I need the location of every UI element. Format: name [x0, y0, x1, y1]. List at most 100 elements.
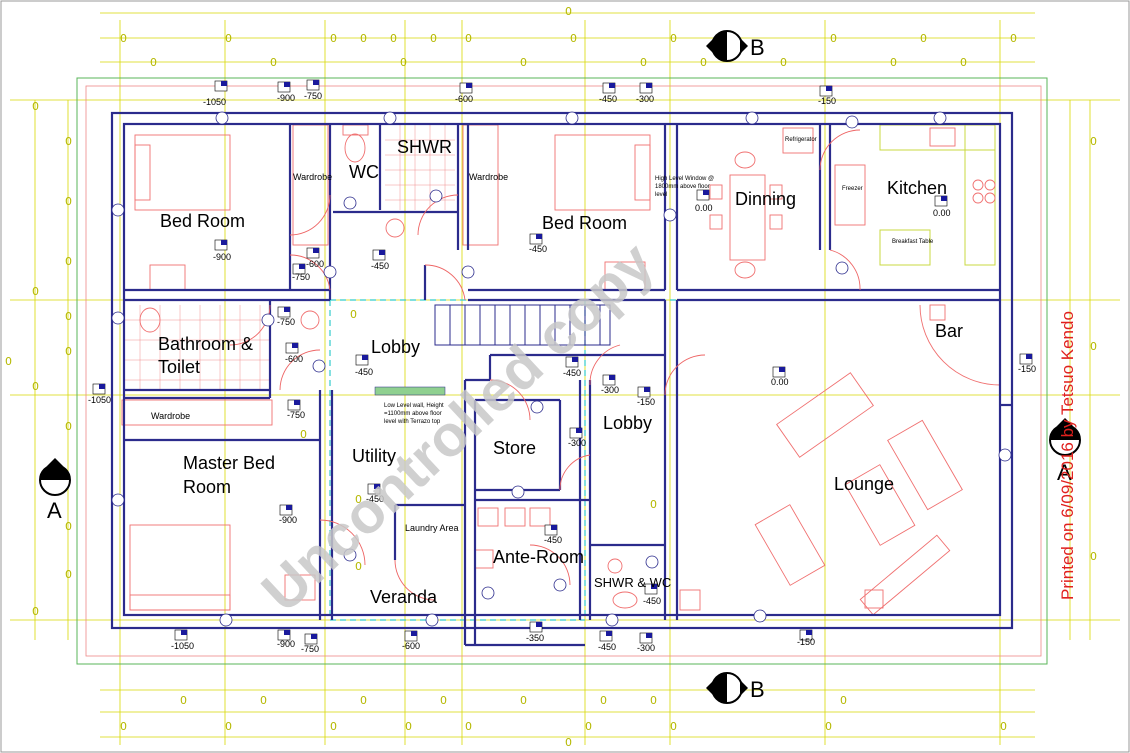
svg-text:level: level — [655, 192, 667, 198]
plinth-outline — [85, 85, 1042, 657]
svg-text:0: 0 — [65, 310, 72, 323]
svg-text:-450: -450 — [643, 596, 661, 606]
svg-text:-450: -450 — [366, 494, 384, 504]
svg-text:0: 0 — [355, 493, 362, 506]
svg-text:0: 0 — [180, 694, 187, 707]
level-tag: 0.00 — [771, 366, 789, 387]
svg-text:-150: -150 — [797, 637, 815, 647]
svg-text:0: 0 — [585, 720, 592, 733]
svg-text:B: B — [750, 35, 765, 60]
level-tag: 0.00 — [933, 195, 951, 218]
level-tag: -750 — [301, 633, 319, 654]
svg-text:0: 0 — [465, 32, 472, 45]
room-labels: Bed Room WC SHWR Bed Room Dinning Kitche… — [158, 137, 963, 607]
svg-text:level with Terrazo top: level with Terrazo top — [384, 419, 441, 425]
svg-text:-300: -300 — [568, 438, 586, 448]
level-tag: -150 — [637, 386, 655, 407]
svg-text:-300: -300 — [601, 385, 619, 395]
level-tag: -1050 — [171, 629, 194, 651]
room-label-dinning: Dinning — [735, 189, 796, 209]
svg-text:-600: -600 — [402, 641, 420, 651]
svg-text:-900: -900 — [277, 639, 295, 649]
svg-text:Refrigerator: Refrigerator — [785, 137, 817, 143]
svg-text:-1050: -1050 — [88, 395, 111, 405]
svg-text:-900: -900 — [277, 93, 295, 103]
svg-text:0: 0 — [300, 428, 307, 441]
svg-text:High Level Window @: High Level Window @ — [655, 176, 714, 182]
svg-text:0: 0 — [565, 5, 572, 18]
svg-text:0: 0 — [5, 355, 12, 368]
room-label-shwr: SHWR — [397, 137, 452, 157]
svg-text:0: 0 — [440, 694, 447, 707]
svg-text:0: 0 — [840, 694, 847, 707]
svg-text:0: 0 — [65, 420, 72, 433]
svg-text:=1100mm above floor: =1100mm above floor — [384, 411, 442, 417]
svg-text:-300: -300 — [636, 94, 654, 104]
svg-text:0: 0 — [960, 56, 967, 69]
section-marker-bottom: B — [706, 672, 765, 704]
svg-text:Wardrobe: Wardrobe — [151, 411, 190, 421]
section-marker-top: B — [706, 30, 765, 62]
svg-text:0: 0 — [150, 56, 157, 69]
svg-text:0: 0 — [355, 560, 362, 573]
level-tag: -750 — [277, 306, 295, 327]
svg-text:0: 0 — [1090, 550, 1097, 563]
svg-text:-150: -150 — [637, 397, 655, 407]
svg-text:-750: -750 — [292, 272, 310, 282]
svg-text:-450: -450 — [563, 368, 581, 378]
section-marker-left: A — [39, 458, 71, 523]
annotations: Wardrobe Wardrobe Wardrobe Refrigerator … — [151, 137, 934, 425]
svg-text:0: 0 — [32, 100, 39, 113]
svg-text:0: 0 — [1010, 32, 1017, 45]
svg-text:0: 0 — [65, 345, 72, 358]
room-label-bed-room-2: Bed Room — [542, 213, 627, 233]
room-label-utility: Utility — [352, 446, 396, 466]
svg-text:0: 0 — [390, 32, 397, 45]
svg-text:0: 0 — [650, 498, 657, 511]
level-tag: -300 — [601, 374, 619, 395]
level-tag: -900 — [277, 629, 295, 649]
level-tag: -600 — [306, 247, 324, 269]
level-tag: -450 — [643, 583, 661, 606]
door-swings — [229, 129, 861, 601]
svg-text:0: 0 — [565, 736, 572, 749]
svg-text:0: 0 — [225, 720, 232, 733]
svg-text:0: 0 — [270, 56, 277, 69]
svg-text:-600: -600 — [455, 94, 473, 104]
svg-text:0: 0 — [330, 32, 337, 45]
svg-text:0: 0 — [260, 694, 267, 707]
svg-text:A: A — [47, 498, 62, 523]
level-tag: -600 — [285, 342, 303, 364]
svg-text:0: 0 — [920, 32, 927, 45]
svg-text:1800mm above floor: 1800mm above floor — [655, 184, 710, 190]
svg-text:0: 0 — [650, 694, 657, 707]
room-label-wc: WC — [349, 162, 379, 182]
svg-text:-600: -600 — [285, 354, 303, 364]
svg-text:0: 0 — [120, 720, 127, 733]
room-label-laundry: Laundry Area — [405, 523, 459, 533]
room-label-store: Store — [493, 438, 536, 458]
svg-text:0: 0 — [120, 32, 127, 45]
svg-text:0: 0 — [1090, 135, 1097, 148]
level-tag: -750 — [287, 399, 305, 420]
window-tags — [111, 111, 1012, 627]
svg-text:0: 0 — [670, 720, 677, 733]
level-tag: -150 — [797, 629, 815, 647]
svg-text:0: 0 — [32, 285, 39, 298]
room-label-master-1: Master Bed — [183, 453, 275, 473]
svg-text:-300: -300 — [637, 643, 655, 653]
svg-text:-350: -350 — [526, 633, 544, 643]
print-stamp: Printed on 6/09/2016 by Tetsuo Kendo — [1058, 311, 1077, 600]
svg-text:-900: -900 — [213, 252, 231, 262]
room-label-veranda: Veranda — [370, 587, 438, 607]
level-tag: -300 — [568, 427, 586, 448]
svg-text:0: 0 — [520, 56, 527, 69]
svg-text:Wardrobe: Wardrobe — [293, 172, 332, 182]
room-label-ante-room: Ante-Room — [493, 547, 584, 567]
svg-text:-900: -900 — [279, 515, 297, 525]
svg-text:-450: -450 — [355, 367, 373, 377]
section-marker-right: A — [1049, 418, 1081, 485]
room-label-bathroom-2: Toilet — [158, 357, 200, 377]
level-tag: -300 — [636, 82, 654, 104]
floor-level-tags: -1050 -900 -750 -600 -450 -300 -150 -900… — [88, 79, 1036, 654]
